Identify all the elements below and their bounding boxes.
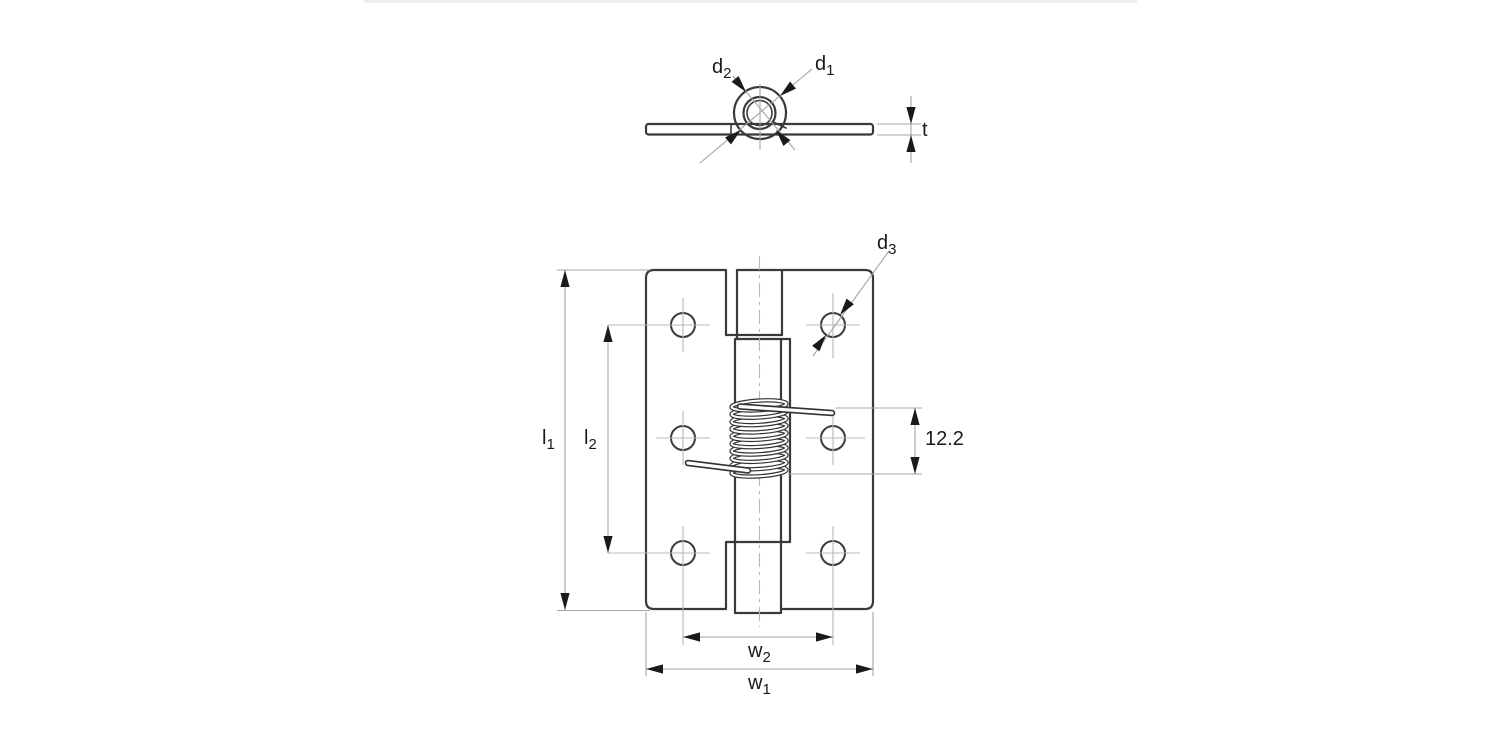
d1-label: d1 xyxy=(815,53,834,79)
l1-dimension: l1 xyxy=(542,269,650,612)
w2-label: w2 xyxy=(747,640,771,666)
l2-dimension: l2 xyxy=(584,325,613,553)
l1-label: l1 xyxy=(542,427,555,453)
l2-label: l2 xyxy=(584,427,597,453)
d3-label: d3 xyxy=(877,232,896,258)
t-label: t xyxy=(922,119,928,141)
torsion-spring xyxy=(684,398,836,479)
w1-dimension: w1 xyxy=(645,612,874,698)
w2-dimension: w2 xyxy=(683,632,833,666)
spring-length-dimension: 12.2 xyxy=(788,407,964,475)
t-dimension: t xyxy=(877,96,928,163)
spring-leg-bottom xyxy=(684,459,752,474)
d2-dimension: d2 xyxy=(712,56,791,146)
front-view: l1 l2 12.2 w2 w1 xyxy=(542,232,964,698)
d3-dimension: d3 xyxy=(812,232,896,357)
w1-label: w1 xyxy=(747,672,771,698)
screw-holes xyxy=(608,293,865,645)
top-view: d2 d1 t xyxy=(644,53,928,164)
d1-dimension: d1 xyxy=(725,53,834,145)
spring-leg-top xyxy=(736,403,836,417)
hole-centerlines xyxy=(608,293,865,645)
d2-label: d2 xyxy=(712,56,731,82)
spring-length-label: 12.2 xyxy=(925,428,964,450)
knuckle-curl-gap xyxy=(772,121,787,129)
